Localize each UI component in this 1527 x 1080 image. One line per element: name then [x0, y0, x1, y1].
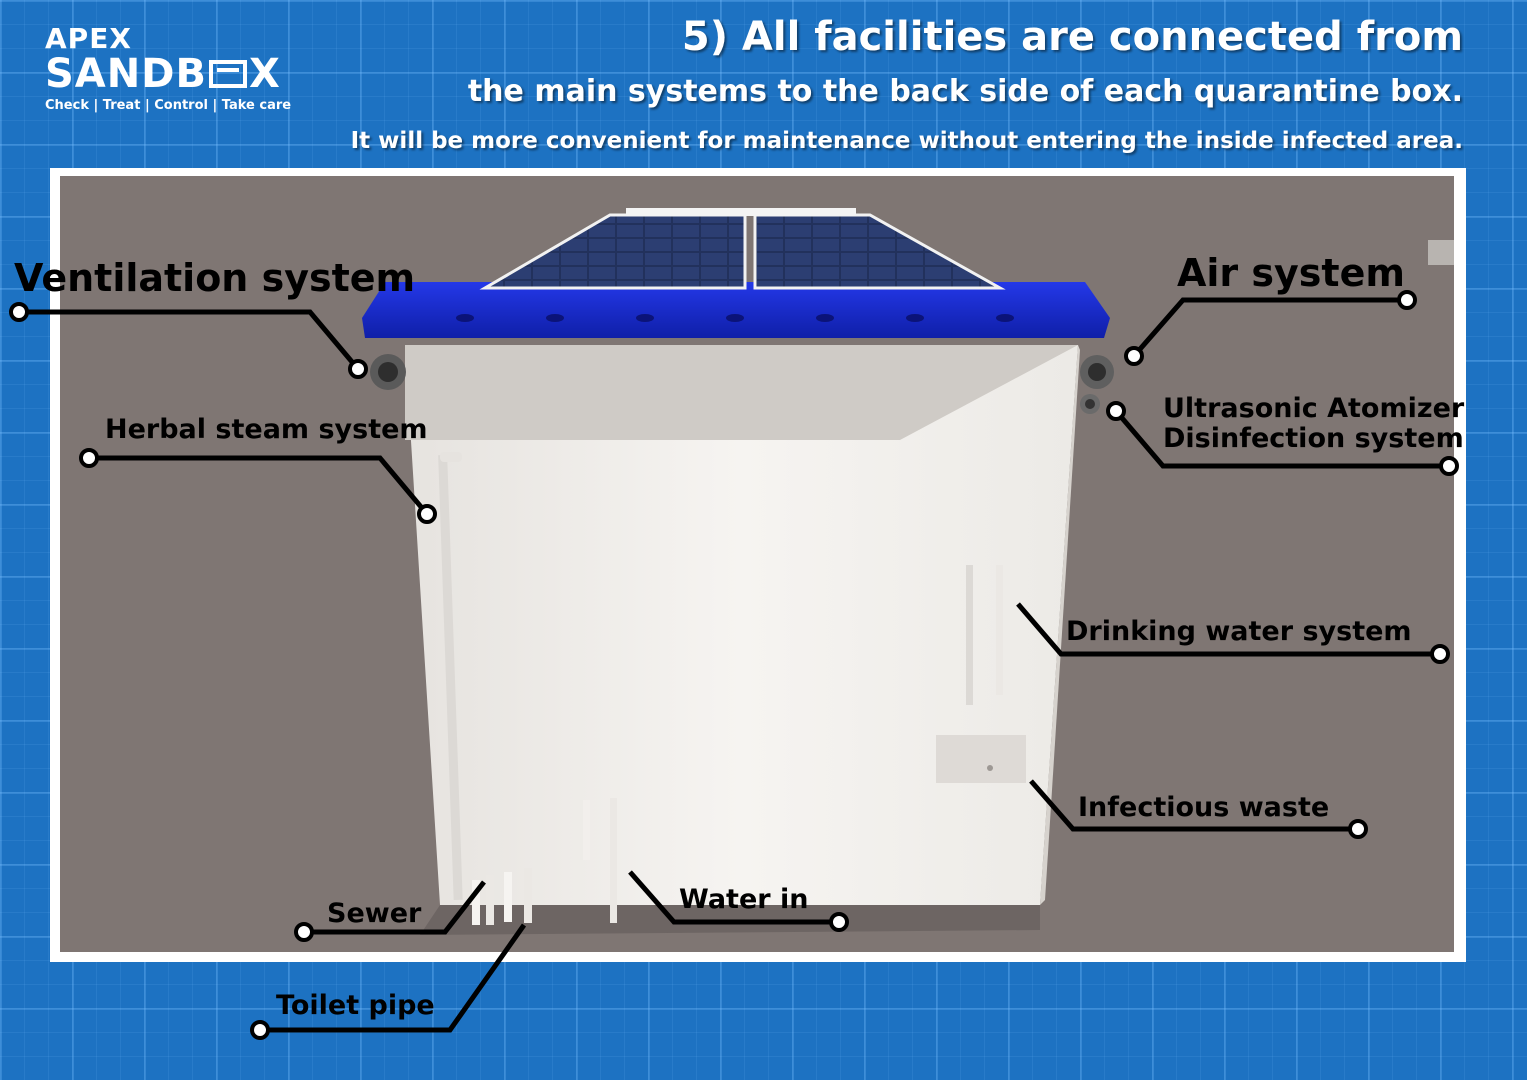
callout-sewer — [304, 880, 486, 935]
page-note: It will be more convenient for maintenan… — [350, 128, 1463, 154]
ring-dot-icon — [348, 359, 368, 379]
label-ultrasonic: Ultrasonic Atomizer Disinfection system — [1163, 394, 1464, 454]
page-title: 5) All facilities are connected from — [681, 14, 1463, 60]
ring-dot-icon — [1430, 644, 1450, 664]
ring-dot-icon — [1439, 456, 1459, 476]
ring-dot-icon — [79, 448, 99, 468]
logo-tagline: Check | Treat | Control | Take care — [45, 98, 292, 113]
box-icon — [208, 60, 247, 88]
logo-sandbox-text-a: SANDB — [45, 51, 207, 97]
callout-herbal — [89, 455, 429, 516]
label-drinking: Drinking water system — [1066, 616, 1412, 647]
logo-sandbox-text-b: X — [248, 51, 281, 97]
ring-dot-icon — [294, 922, 314, 942]
callout-air — [1132, 297, 1407, 358]
label-sewer: Sewer — [327, 898, 422, 929]
label-air: Air system — [1177, 251, 1405, 295]
label-water-in: Water in — [679, 884, 809, 915]
callout-drinking — [1016, 602, 1440, 657]
label-toilet: Toilet pipe — [276, 990, 435, 1021]
callout-toilet — [260, 923, 527, 1033]
page-subtitle: the main systems to the back side of eac… — [467, 74, 1463, 109]
label-herbal: Herbal steam system — [105, 414, 428, 445]
logo-sandbox: SANDB X — [45, 54, 291, 94]
ring-dot-icon — [1124, 346, 1144, 366]
logo-apex: APEX — [45, 22, 132, 55]
quarantine-box-render — [362, 208, 1454, 935]
ring-dot-icon — [417, 504, 437, 524]
callout-ultrasonic — [1114, 409, 1449, 469]
brand-logo: APEX SANDB X Check | Treat | Control | Ta… — [45, 22, 292, 114]
callout-infectious — [1029, 779, 1358, 832]
ring-dot-icon — [1106, 401, 1126, 421]
callout-water-in — [628, 870, 839, 925]
label-ultrasonic-line1: Ultrasonic Atomizer — [1163, 393, 1465, 424]
label-ventilation: Ventilation system — [14, 256, 416, 300]
render-scene — [60, 176, 1454, 952]
ring-dot-icon — [1348, 819, 1368, 839]
ring-dot-icon — [9, 302, 29, 322]
ring-dot-icon — [829, 912, 849, 932]
label-ultrasonic-line2: Disinfection system — [1163, 423, 1464, 454]
callout-ventilation — [19, 309, 360, 371]
ring-dot-icon — [250, 1020, 270, 1040]
label-infectious: Infectious waste — [1078, 792, 1330, 823]
ring-dot-icon — [1397, 290, 1417, 310]
